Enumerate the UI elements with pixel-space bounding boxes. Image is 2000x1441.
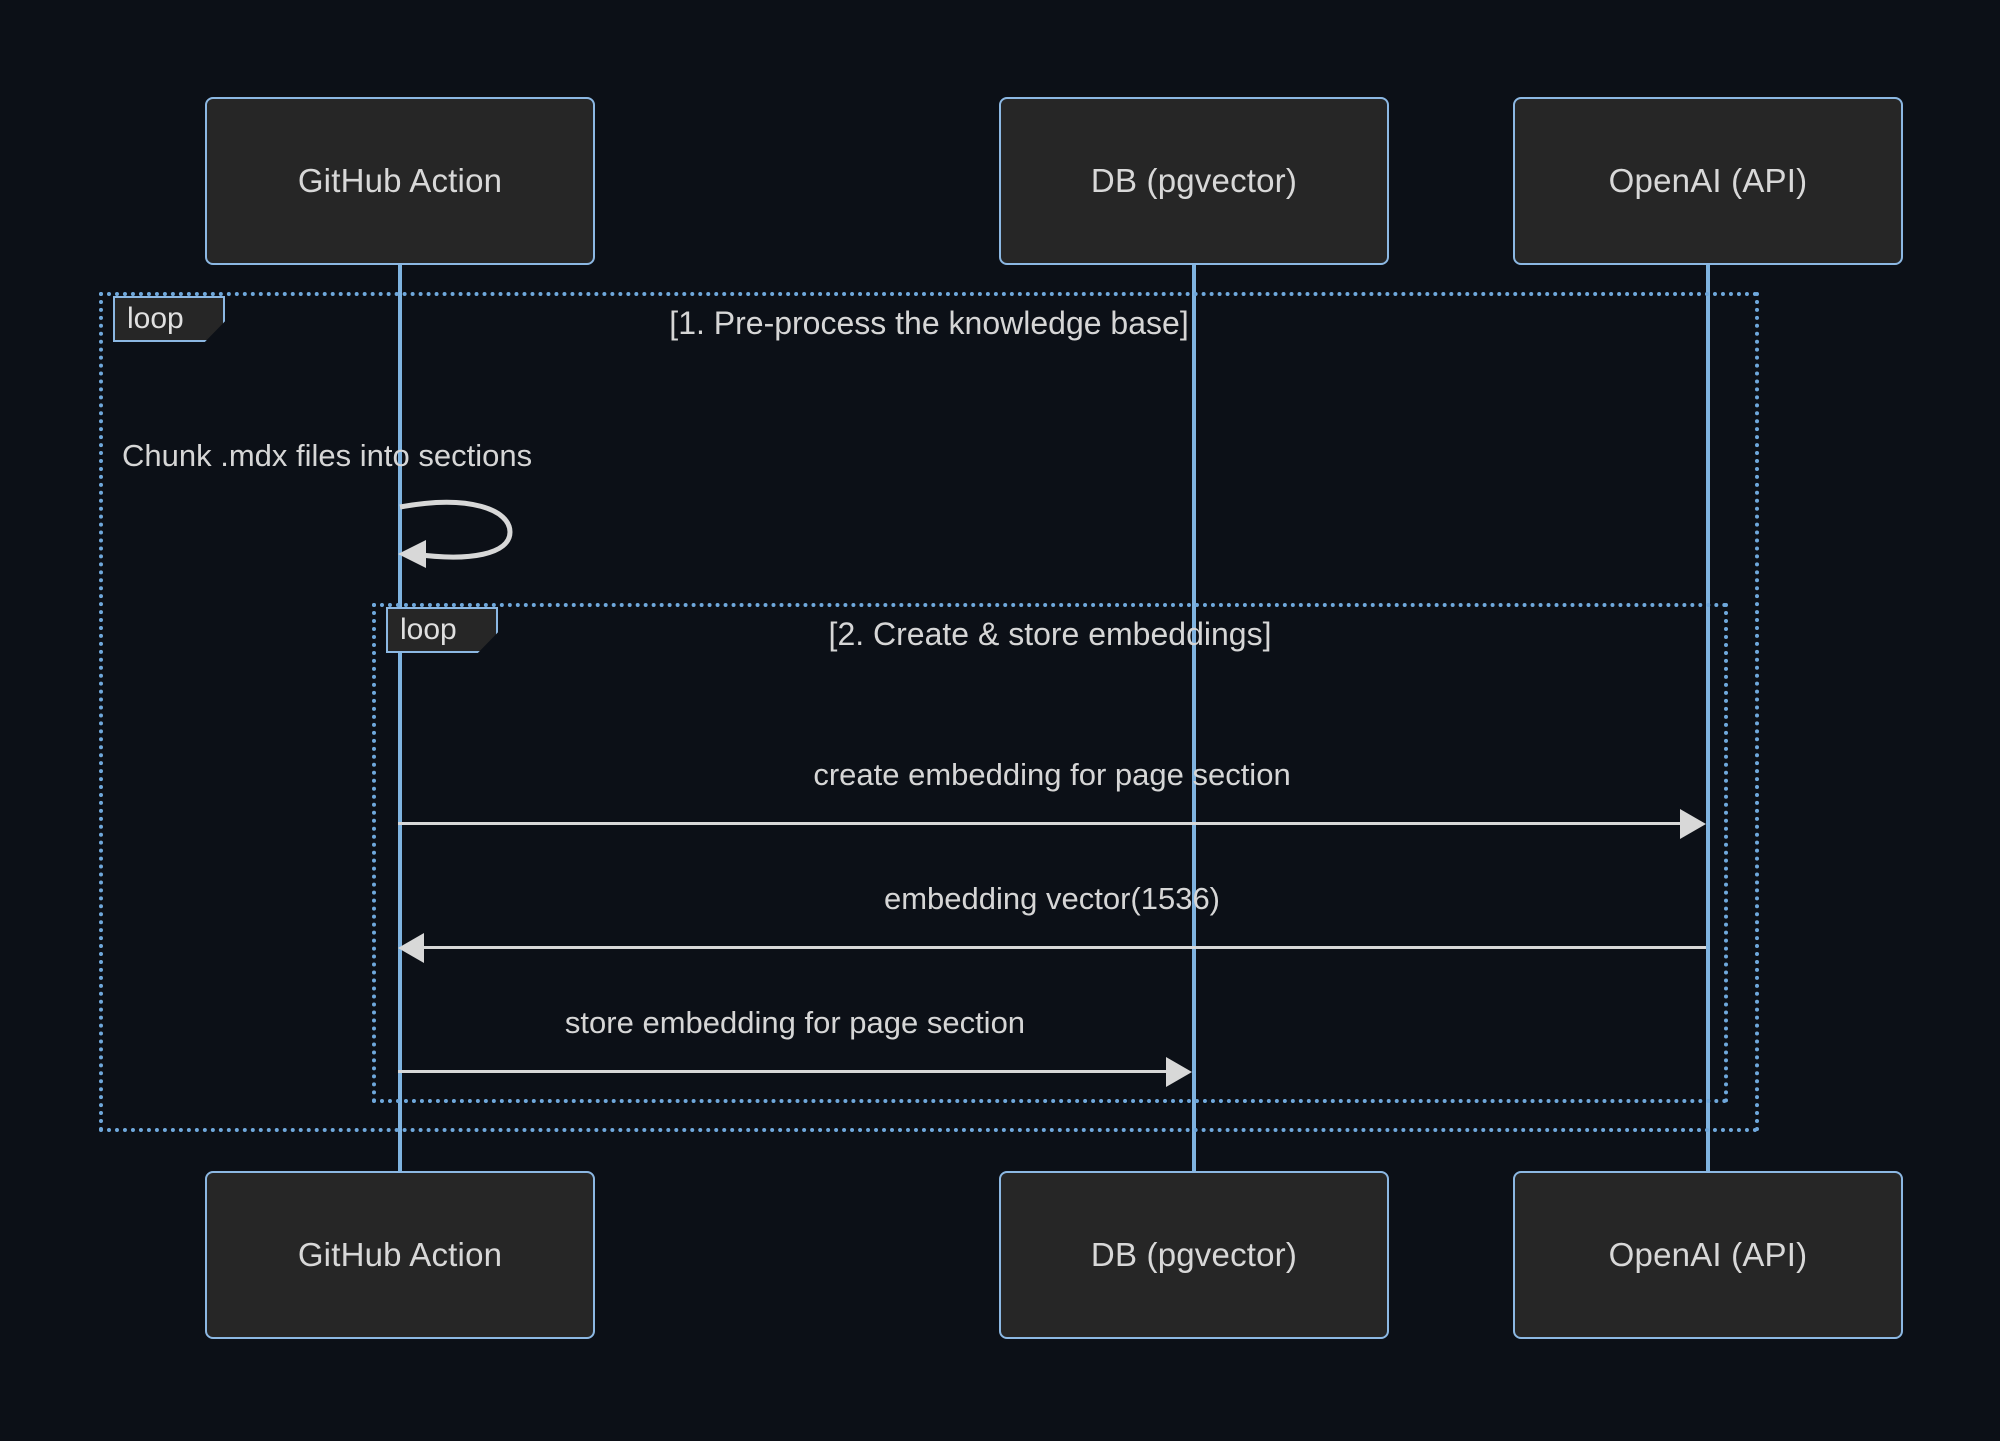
participant-box-db-pgvector-top[interactable]: DB (pgvector) xyxy=(999,97,1389,265)
loop-title-text: [2. Create & store embeddings] xyxy=(828,616,1272,652)
loop-title-outer: [1. Pre-process the knowledge base] xyxy=(99,305,1759,342)
message-label-chunk-mdx: Chunk .mdx files into sections xyxy=(122,438,532,474)
participant-label: DB (pgvector) xyxy=(1090,162,1298,199)
message-text: store embedding for page section xyxy=(564,1005,1026,1040)
self-message-arrow-chunk-mdx xyxy=(398,499,513,568)
loop-title-text: [1. Pre-process the knowledge base] xyxy=(669,305,1189,341)
message-text: create embedding for page section xyxy=(813,757,1291,792)
participant-label: GitHub Action xyxy=(297,162,503,199)
message-text: embedding vector(1536) xyxy=(883,881,1221,916)
message-text: Chunk .mdx files into sections xyxy=(122,438,533,473)
loop-frame-inner xyxy=(372,603,1728,1103)
participant-box-github-action-bottom[interactable]: GitHub Action xyxy=(205,1171,595,1339)
participant-box-db-pgvector-bottom[interactable]: DB (pgvector) xyxy=(999,1171,1389,1339)
arrow-head-right-create-embedding xyxy=(1680,809,1706,839)
loop-frame-outer xyxy=(99,292,1759,1132)
message-line-create-embedding xyxy=(398,822,1680,825)
participant-label: OpenAI (API) xyxy=(1608,1236,1808,1273)
participant-label: DB (pgvector) xyxy=(1090,1236,1298,1273)
loop-tag-outer: loop xyxy=(113,296,225,342)
participant-box-openai-api-bottom[interactable]: OpenAI (API) xyxy=(1513,1171,1903,1339)
participant-label: GitHub Action xyxy=(297,1236,503,1273)
loop-title-inner: [2. Create & store embeddings] xyxy=(372,616,1728,653)
message-label-create-embedding: create embedding for page section xyxy=(398,757,1706,793)
participant-label: OpenAI (API) xyxy=(1608,162,1808,199)
message-label-store-embedding: store embedding for page section xyxy=(398,1005,1192,1041)
participant-box-openai-api-top[interactable]: OpenAI (API) xyxy=(1513,97,1903,265)
arrow-head-right-store-embedding xyxy=(1166,1057,1192,1087)
loop-tag-inner: loop xyxy=(386,607,498,653)
lifeline-db-pgvector xyxy=(1192,265,1196,1171)
loop-tag-label: loop xyxy=(127,302,184,335)
message-line-store-embedding xyxy=(398,1070,1166,1073)
participant-box-github-action-top[interactable]: GitHub Action xyxy=(205,97,595,265)
message-line-embedding-vector xyxy=(424,946,1706,949)
lifeline-github-action xyxy=(398,265,402,1171)
lifeline-openai-api xyxy=(1706,265,1710,1171)
message-label-embedding-vector: embedding vector(1536) xyxy=(398,881,1706,917)
loop-tag-label: loop xyxy=(400,613,457,646)
arrow-head-left-embedding-vector xyxy=(398,933,424,963)
